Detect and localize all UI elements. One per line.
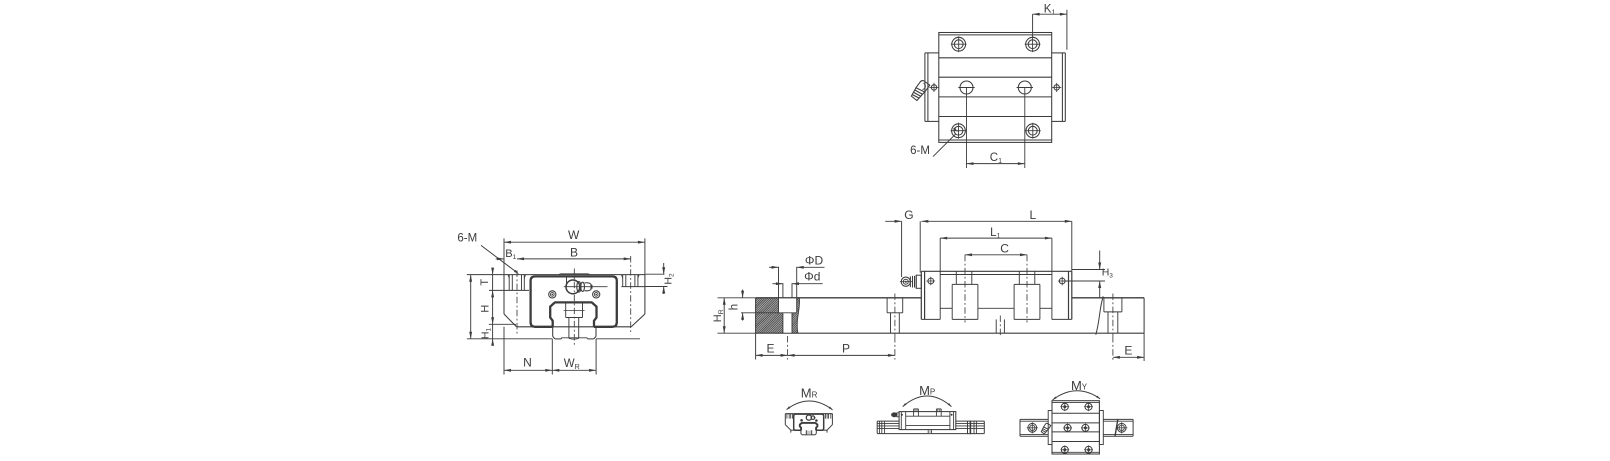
svg-text:H1: H1 bbox=[479, 328, 492, 340]
svg-text:G: G bbox=[904, 208, 913, 222]
svg-text:B: B bbox=[570, 246, 578, 260]
svg-text:M: M bbox=[1071, 378, 1082, 393]
svg-text:P: P bbox=[842, 341, 850, 355]
svg-text:Φd: Φd bbox=[804, 270, 820, 284]
svg-text:R: R bbox=[812, 390, 818, 399]
svg-text:M: M bbox=[801, 386, 812, 401]
svg-text:6-M: 6-M bbox=[457, 233, 477, 245]
svg-text:B1: B1 bbox=[505, 248, 516, 261]
svg-text:H: H bbox=[479, 305, 491, 313]
svg-text:W: W bbox=[568, 228, 580, 242]
svg-text:K1: K1 bbox=[1044, 4, 1056, 17]
svg-text:h: h bbox=[729, 304, 741, 310]
svg-text:L1: L1 bbox=[990, 227, 1000, 240]
svg-text:H3: H3 bbox=[1102, 267, 1114, 280]
svg-text:N: N bbox=[523, 356, 532, 370]
svg-text:T: T bbox=[479, 279, 491, 286]
svg-text:6-M: 6-M bbox=[910, 145, 930, 157]
svg-text:L: L bbox=[1029, 208, 1036, 222]
svg-text:M: M bbox=[919, 383, 930, 398]
svg-text:E: E bbox=[1124, 344, 1132, 358]
svg-text:E: E bbox=[766, 341, 774, 355]
svg-text:H2: H2 bbox=[663, 273, 676, 285]
svg-text:Y: Y bbox=[1082, 383, 1088, 392]
svg-text:P: P bbox=[930, 388, 935, 397]
svg-text:ΦD: ΦD bbox=[805, 253, 824, 267]
svg-text:C: C bbox=[1000, 242, 1009, 256]
